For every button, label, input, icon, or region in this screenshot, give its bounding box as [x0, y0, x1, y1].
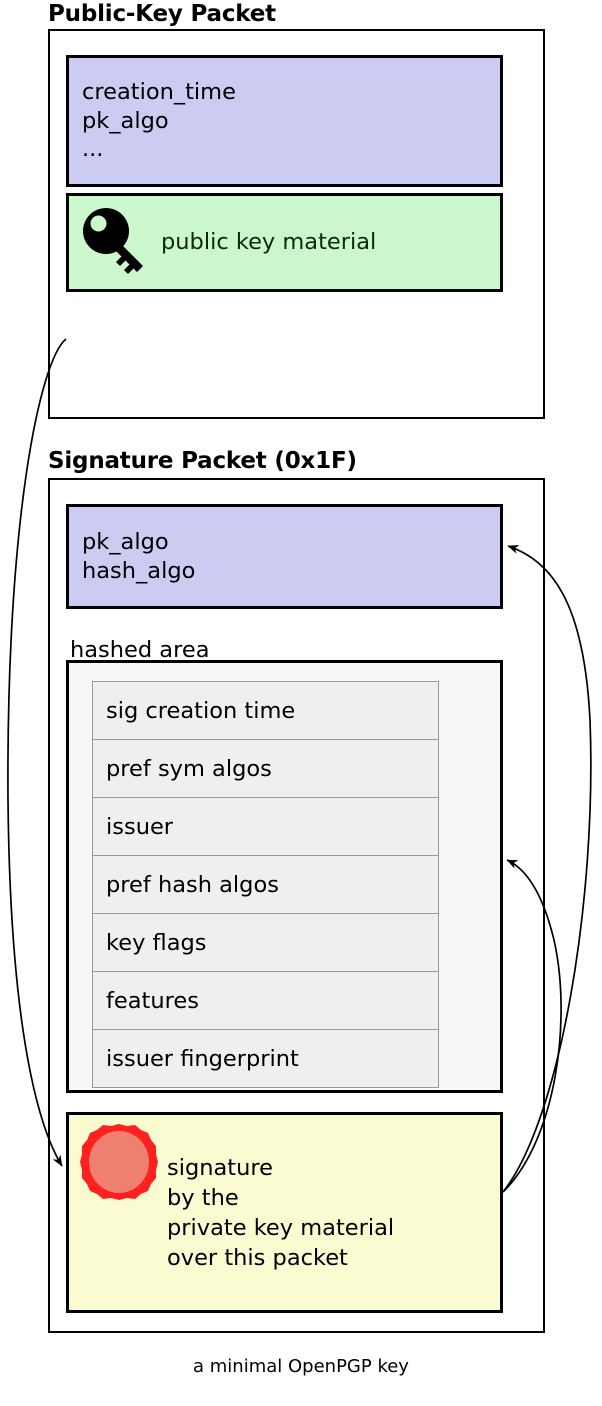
public-key-material-box: public key material — [66, 193, 503, 292]
signature-box: signature by the private key material ov… — [66, 1112, 503, 1313]
key-icon — [79, 207, 157, 279]
subpacket-list: sig creation time pref sym algos issuer … — [92, 681, 439, 1088]
list-item[interactable]: sig creation time — [93, 682, 438, 740]
list-item[interactable]: pref sym algos — [93, 740, 438, 798]
public-key-packet-title: Public-Key Packet — [48, 1, 276, 27]
signature-algo-text: pk_algo hash_algo — [82, 529, 196, 584]
wax-seal-icon — [77, 1121, 161, 1205]
public-key-material-label: public key material — [161, 229, 377, 256]
figure-caption: a minimal OpenPGP key — [193, 1356, 409, 1377]
list-item[interactable]: issuer — [93, 798, 438, 856]
signature-packet-title: Signature Packet (0x1F) — [48, 448, 357, 474]
list-item[interactable]: pref hash algos — [93, 856, 438, 914]
signature-algo-box: pk_algo hash_algo — [66, 504, 503, 609]
list-item[interactable]: features — [93, 972, 438, 1030]
signature-description: signature by the private key material ov… — [167, 1154, 395, 1271]
public-key-metadata-box: creation_time pk_algo ... — [66, 55, 503, 187]
list-item[interactable]: key flags — [93, 914, 438, 972]
hashed-area-label: hashed area — [70, 637, 210, 663]
public-key-metadata-text: creation_time pk_algo ... — [82, 79, 236, 163]
list-item[interactable]: issuer fingerprint — [93, 1030, 438, 1088]
